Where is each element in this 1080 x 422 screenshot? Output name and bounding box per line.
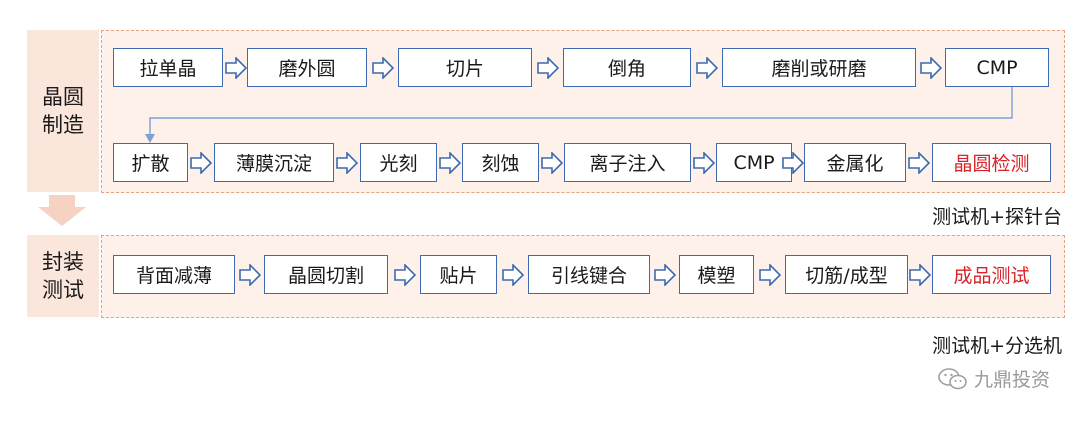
process-step-box: 磨削或研磨 [722,48,916,87]
hollow-right-arrow-icon [225,57,247,79]
final-test-equipment-note: 测试机+分选机 [932,335,1062,357]
hollow-right-arrow-icon [782,152,804,174]
process-step-label: 倒角 [607,58,646,80]
process-step-label: 切筋/成型 [805,265,888,287]
process-step-box: 离子注入 [564,143,691,182]
wechat-icon [938,367,967,389]
process-step-label: 成品测试 [953,265,1030,287]
hollow-right-arrow-icon [537,57,559,79]
process-step-box: 光刻 [360,143,437,182]
hollow-right-arrow-icon [909,264,931,286]
hollow-right-arrow-icon [439,152,461,174]
process-step-label: 背面减薄 [135,265,212,287]
process-step-box: 晶圆切割 [264,255,388,294]
process-step-box: 磨外圆 [247,48,367,87]
hollow-right-arrow-icon [541,152,563,174]
hollow-right-arrow-icon [372,57,394,79]
section-label-packaging-testing: 封装 测试 [27,235,99,317]
process-step-label: 扩散 [131,153,170,175]
process-step-box: 切筋/成型 [785,255,908,294]
hollow-right-arrow-icon [696,57,718,79]
hollow-right-arrow-icon [239,264,261,286]
process-step-label: 晶圆检测 [953,153,1030,175]
process-step-box: 薄膜沉淀 [214,143,334,182]
process-step-label: 引线键合 [550,265,627,287]
process-step-label: 金属化 [826,153,884,175]
wafer-test-equipment-note: 测试机+探针台 [932,206,1062,228]
process-step-label: CMP [733,151,775,174]
process-step-box: 背面减薄 [113,255,235,294]
process-step-label: 光刻 [379,153,418,175]
hollow-right-arrow-icon [908,152,930,174]
process-step-box: 模塑 [679,255,754,294]
watermark-text: 九鼎投资 [973,369,1050,391]
process-step-label: 切片 [445,58,484,80]
down-arrow-icon [38,195,86,226]
process-step-box: 扩散 [113,143,188,182]
section-label-text: 晶圆 制造 [42,84,84,137]
hollow-right-arrow-icon [502,264,524,286]
hollow-right-arrow-icon [336,152,358,174]
highlighted-step-box: 晶圆检测 [932,143,1051,182]
process-step-label: 模塑 [697,265,736,287]
hollow-right-arrow-icon [394,264,416,286]
process-step-box: 贴片 [420,255,497,294]
process-step-label: CMP [976,56,1018,79]
process-step-label: 磨外圆 [278,58,336,80]
process-step-label: 薄膜沉淀 [235,153,312,175]
hollow-right-arrow-icon [920,57,942,79]
hollow-right-arrow-icon [654,264,676,286]
process-step-box: 金属化 [804,143,906,182]
process-step-label: 磨削或研磨 [771,58,867,80]
section-label-text: 封装 测试 [42,249,84,302]
process-step-box: CMP [716,143,792,182]
hollow-right-arrow-icon [759,264,781,286]
process-step-box: 刻蚀 [462,143,539,182]
highlighted-step-box: 成品测试 [932,255,1051,294]
process-step-box: 引线键合 [528,255,650,294]
process-step-box: 拉单晶 [113,48,223,87]
process-step-label: 晶圆切割 [287,265,364,287]
process-step-label: 贴片 [439,265,478,287]
hollow-right-arrow-icon [693,152,715,174]
hollow-right-arrow-icon [190,152,212,174]
process-step-box: 切片 [398,48,532,87]
process-step-box: 倒角 [563,48,691,87]
watermark: 九鼎投资 [938,365,1050,392]
process-step-label: 刻蚀 [481,153,520,175]
process-step-box: CMP [945,48,1049,87]
process-step-label: 拉单晶 [139,58,197,80]
section-label-wafer-manufacturing: 晶圆 制造 [27,30,99,192]
process-step-label: 离子注入 [589,153,666,175]
